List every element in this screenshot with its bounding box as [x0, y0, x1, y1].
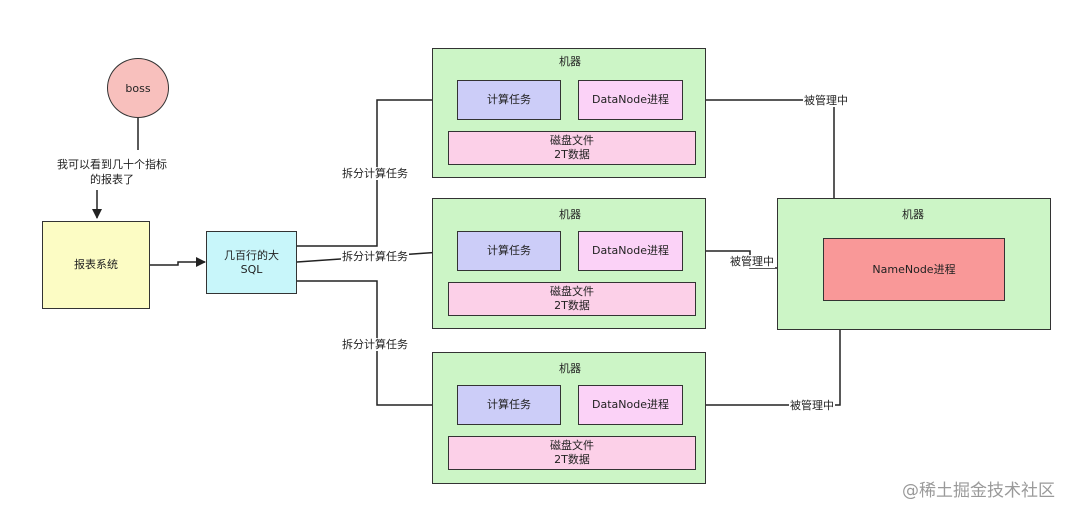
machine-2-disk-line1: 磁盘文件 [550, 285, 594, 298]
machine-2-compute-label: 计算任务 [487, 244, 531, 257]
boss-caption: 我可以看到几十个指标 的报表了 [56, 157, 168, 187]
machine-2-compute-task: 计算任务 [457, 231, 561, 271]
machine-3-compute-label: 计算任务 [487, 398, 531, 411]
report-to-sql-arrow [150, 257, 206, 267]
boss-caption-line1: 我可以看到几十个指标 [57, 158, 167, 171]
machine-1-datanode: DataNode进程 [578, 80, 683, 120]
machine-1-disk: 磁盘文件 2T数据 [448, 131, 696, 165]
boss-label: boss [125, 81, 151, 95]
machine-3-disk-line1: 磁盘文件 [550, 439, 594, 452]
machine-2-disk: 磁盘文件 2T数据 [448, 282, 696, 316]
machine-3-title: 机器 [559, 362, 581, 375]
machine-2-title: 机器 [559, 208, 581, 221]
machine-3-disk: 磁盘文件 2T数据 [448, 436, 696, 470]
boss-caption-line2: 的报表了 [90, 173, 134, 186]
machine-1-compute-label: 计算任务 [487, 93, 531, 106]
sql-line2: SQL [240, 262, 263, 276]
managed-label-2: 被管理中 [729, 255, 775, 268]
sql-line1: 几百行的大 [224, 248, 279, 262]
machine-2-datanode-label: DataNode进程 [592, 244, 669, 257]
namenode-process: NameNode进程 [823, 238, 1005, 301]
namenode-machine-title: 机器 [902, 208, 924, 221]
machine-1-title: 机器 [559, 55, 581, 68]
datanode-3-to-namenode-arrow [683, 301, 845, 406]
sql-node: 几百行的大 SQL [206, 231, 297, 294]
machine-1-compute-task: 计算任务 [457, 80, 561, 120]
split-label-1: 拆分计算任务 [341, 167, 409, 180]
managed-label-3: 被管理中 [789, 399, 835, 412]
machine-2-datanode: DataNode进程 [578, 231, 683, 271]
machine-1-datanode-label: DataNode进程 [592, 93, 669, 106]
machine-3-compute-task: 计算任务 [457, 385, 561, 425]
machine-3-datanode-label: DataNode进程 [592, 398, 669, 411]
report-system-node: 报表系统 [42, 221, 150, 309]
split-label-3: 拆分计算任务 [341, 338, 409, 351]
machine-1-disk-line1: 磁盘文件 [550, 134, 594, 147]
machine-2-disk-line2: 2T数据 [554, 299, 590, 312]
namenode-label: NameNode进程 [872, 262, 956, 276]
report-system-label: 报表系统 [74, 258, 118, 271]
machine-3-disk-line2: 2T数据 [554, 453, 590, 466]
watermark: @稀土掘金技术社区 [902, 481, 1055, 501]
machine-1-disk-line2: 2T数据 [554, 148, 590, 161]
split-label-2: 拆分计算任务 [341, 250, 409, 263]
boss-node: boss [107, 58, 169, 118]
machine-3-datanode: DataNode进程 [578, 385, 683, 425]
managed-label-1: 被管理中 [803, 94, 849, 107]
